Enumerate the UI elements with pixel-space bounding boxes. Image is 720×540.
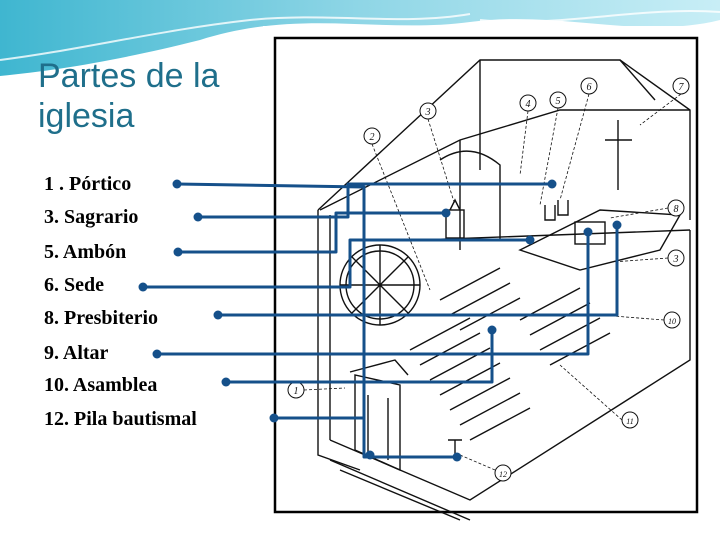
- diagram-number: 3: [673, 254, 679, 265]
- diagram-number: 5: [556, 96, 561, 107]
- legend-item-asamblea: 10. Asamblea: [44, 374, 158, 396]
- connector-dot: [173, 247, 183, 257]
- connector-dot: [452, 452, 462, 462]
- diagram-number: 8: [674, 204, 679, 215]
- legend-item-presbiterio: 8. Presbiterio: [44, 307, 159, 329]
- connector-dot: [138, 282, 148, 292]
- diagram-number: 3: [425, 107, 431, 118]
- connector-dot: [221, 377, 231, 387]
- connector-altar: [157, 232, 590, 356]
- connector-pila-bautismal: [274, 416, 457, 459]
- connector-dot: [365, 450, 375, 460]
- connector-presbiterio: [218, 225, 619, 317]
- connector-ambon: [178, 211, 446, 254]
- legend-item-sagrario: 3. Sagrario: [44, 206, 139, 228]
- diagram-number: 2: [370, 132, 375, 143]
- connector-sagrario: [198, 182, 552, 219]
- connector-asamblea: [226, 330, 494, 384]
- legend-item-ambon: 5. Ambón: [44, 241, 127, 263]
- legend-item-pila-bautismal: 12. Pila bautismal: [44, 408, 197, 430]
- title-line-2: iglesia: [38, 97, 135, 135]
- connector-sede: [143, 238, 530, 289]
- connector-dot: [583, 227, 593, 237]
- connector-dot: [193, 212, 203, 222]
- connector-dot: [152, 349, 162, 359]
- connector-dot: [547, 179, 557, 189]
- connector-dot: [487, 325, 497, 335]
- connector-dot: [441, 208, 451, 218]
- connector-dot: [612, 220, 622, 230]
- diagram-number: 7: [679, 82, 685, 93]
- diagram-number: 11: [626, 417, 633, 426]
- slide-title: Partes de la iglesia: [38, 56, 268, 136]
- diagram-number: 6: [587, 82, 592, 93]
- legend-item-altar: 9. Altar: [44, 342, 109, 364]
- diagram-number: 4: [526, 99, 531, 110]
- legend-item-sede: 6. Sede: [44, 274, 104, 296]
- diagram-number: 12: [499, 470, 507, 479]
- title-line-1: Partes de la: [38, 57, 220, 95]
- diagram-number: 10: [668, 317, 676, 326]
- connector-dot: [213, 310, 223, 320]
- connector-dot: [172, 179, 182, 189]
- connector-dot: [525, 235, 535, 245]
- diagram-number: 1: [294, 386, 299, 397]
- connector-dot: [269, 413, 279, 423]
- legend-item-portico: 1 . Pórtico: [44, 173, 132, 195]
